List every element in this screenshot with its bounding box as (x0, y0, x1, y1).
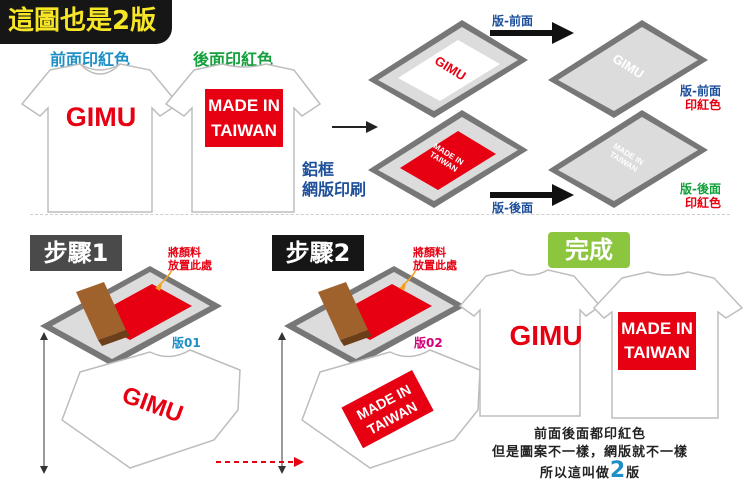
caption-line3: 所以這叫做2版 (440, 460, 740, 483)
step2-ink-line1: 將顏料 (413, 246, 446, 259)
result-back-label: 版-後面 印紅色 (680, 182, 721, 210)
step1-badge: 步驟1 (30, 235, 122, 271)
step2-ink-line2: 放置此處 (413, 259, 457, 272)
result-front-label: 版-前面 印紅色 (680, 84, 721, 112)
step2-ink-note: 將顏料 放置此處 (413, 246, 457, 272)
done-badge: 完成 (548, 232, 630, 268)
page-title: 這圖也是2版 (8, 6, 157, 36)
step1-ink-line2: 放置此處 (168, 259, 212, 272)
process-line2: 網版印刷 (302, 180, 367, 199)
caption-line2: 但是圖案不一樣，網版就不一樣 (491, 445, 688, 460)
title-badge: 這圖也是2版 (0, 0, 172, 44)
result-front-line2: 印紅色 (684, 98, 721, 112)
step1-ink-note: 將顏料 放置此處 (168, 246, 212, 272)
step2-badge: 步驟2 (272, 235, 364, 271)
front-print-text: GIMU (65, 102, 137, 132)
done-back-line2: TAIWAN (624, 343, 690, 362)
process-line1: 鋁框 (302, 160, 335, 179)
caption-line1: 前面後面都印紅色 (533, 427, 646, 442)
caption-line3-num: 2 (609, 458, 627, 483)
caption-line3-a: 所以這叫做 (539, 466, 610, 481)
done-back-line1: MADE IN (621, 319, 693, 338)
section-divider (30, 214, 730, 215)
result-back-line2: 印紅色 (684, 196, 721, 210)
done-back-print: MADE IN TAIWAN (618, 312, 696, 370)
done-front-print: GIMU (509, 320, 583, 351)
process-label: 鋁框 網版印刷 (302, 160, 366, 200)
front-label: 前面印紅色 (50, 50, 131, 69)
step1-plate-label: 版01 (172, 336, 201, 350)
step2-plate-label: 版02 (414, 336, 443, 350)
back-label: 後面印紅色 (193, 50, 274, 69)
back-print-line2: TAIWAN (211, 121, 277, 140)
plate-back-label: 版-後面 (492, 201, 533, 215)
back-print-box: MADE IN TAIWAN (205, 89, 283, 147)
result-back-line1: 版-後面 (680, 182, 721, 196)
result-front-line1: 版-前面 (680, 84, 721, 98)
back-print-line1: MADE IN (208, 96, 280, 115)
step1-ink-line1: 將顏料 (168, 246, 201, 259)
caption-line3-b: 版 (626, 466, 641, 481)
plate-front-label: 版-前面 (492, 14, 533, 28)
done-caption: 前面後面都印紅色 但是圖案不一樣，網版就不一樣 所以這叫做2版 (440, 426, 740, 483)
